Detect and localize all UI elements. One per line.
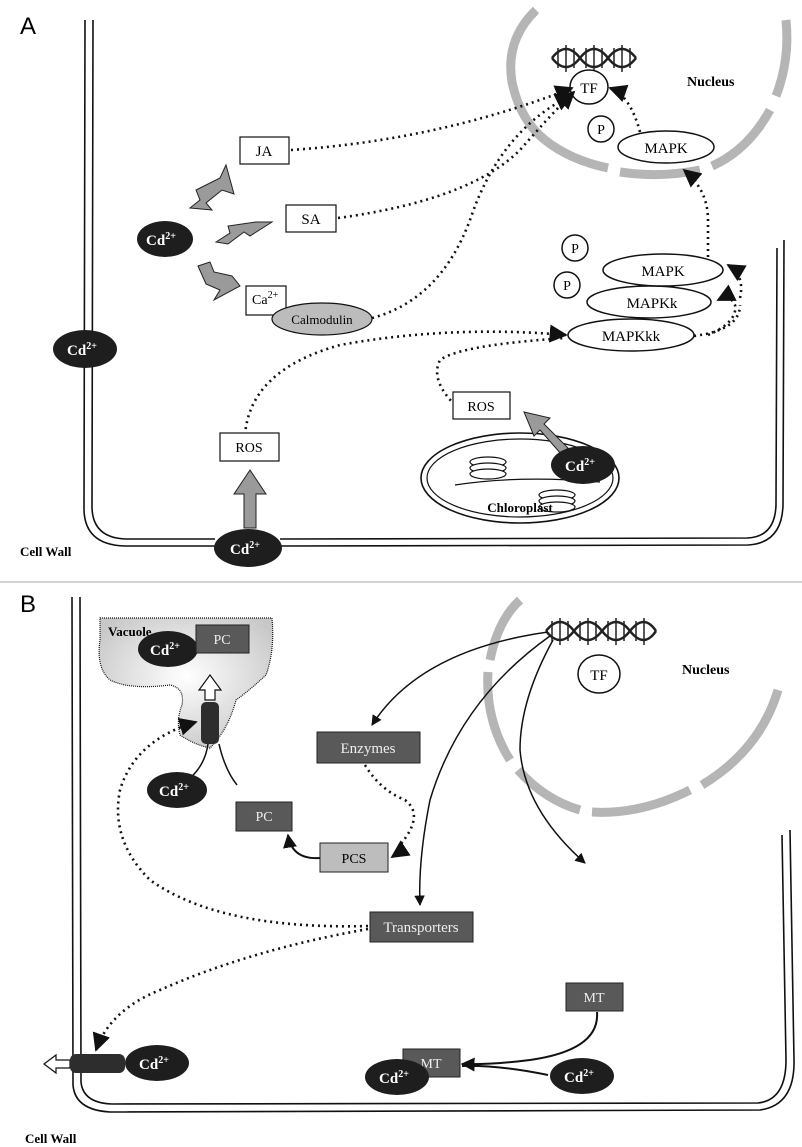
- arrow-mt-binding: [460, 1011, 599, 1072]
- ros-label-1: ROS: [235, 441, 262, 456]
- nucleus-label-b: Nucleus: [682, 663, 730, 678]
- mapkk-cascade-label: MAPKk: [627, 296, 678, 312]
- panel-b-letter: B: [20, 591, 36, 618]
- cell-wall-label-a: Cell Wall: [20, 544, 72, 559]
- sa-label: SA: [301, 212, 320, 228]
- cd-ion-b3: [125, 1045, 189, 1081]
- chloroplast-label: Chloroplast: [487, 500, 553, 515]
- arrow-mapk-to-tf: [608, 84, 642, 133]
- cd-ion-b2-label: Cd2+: [159, 782, 189, 800]
- cd-ion-a4: [551, 446, 615, 484]
- ja-label: JA: [256, 144, 273, 160]
- arrow-enzymes-to-pcs: [363, 764, 416, 859]
- enzymes-box: [316, 731, 421, 764]
- ros-box-2: [452, 391, 511, 420]
- mt-label-2: MT: [421, 1057, 442, 1072]
- cd-ion-a3-label: Cd2+: [230, 540, 260, 558]
- cell-wall-label-b: Cell Wall: [25, 1131, 77, 1146]
- enzymes-label: Enzymes: [341, 741, 396, 757]
- cd-ion-b2: [147, 772, 207, 808]
- vacuole-transporter-icon: [201, 702, 219, 744]
- gene-expression-arrows: [371, 631, 586, 907]
- transporter-link: [189, 743, 209, 779]
- dna-icon-a: [551, 45, 637, 72]
- calmodulin-label: Calmodulin: [291, 312, 353, 327]
- calcium-label: Ca2+: [252, 290, 279, 308]
- mapkkk-cascade: [567, 318, 695, 352]
- arrow-chloroplast-ros: [523, 411, 569, 456]
- cd-ion-b5-label: Cd2+: [564, 1068, 594, 1086]
- dna-icon-b: [545, 618, 658, 645]
- ros-box-1: [219, 432, 280, 462]
- panel-a-letter: A: [20, 13, 36, 40]
- mt-label-1: MT: [584, 991, 605, 1006]
- panel-b: B Cell Wall Vacuole Cd2+ PC Cd2+ PC: [20, 591, 795, 1146]
- sa-box: [285, 204, 337, 233]
- phosphate-2: [553, 271, 581, 299]
- pcs-label: PCS: [342, 852, 367, 867]
- cd-ion-b3-label: Cd2+: [139, 1055, 169, 1073]
- arrow-up-ros: [233, 469, 267, 529]
- cd-ion-a2: [53, 330, 117, 368]
- cell-wall-a: [83, 19, 785, 547]
- transporter-dotted-paths: [92, 717, 369, 1052]
- cd-ion-a1: [137, 221, 193, 257]
- cd-ion-a4-label: Cd2+: [565, 457, 595, 475]
- vacuole-label: Vacuole: [108, 624, 152, 639]
- transcription-factor-b: [577, 654, 621, 694]
- cd-to-mt-line: [461, 1064, 549, 1076]
- mapkk-cascade: [586, 285, 712, 319]
- phosphate-nuclear-label: P: [597, 123, 605, 138]
- pcs-box: [319, 842, 389, 873]
- nucleus-ring-b: [483, 596, 783, 817]
- membrane-transporter-icon: [70, 1054, 125, 1073]
- phosphate-1-label: P: [571, 242, 579, 257]
- mapkkk-cascade-label: MAPKkk: [602, 329, 661, 345]
- mt-box-1: [565, 982, 624, 1012]
- pc-label-vacuole: PC: [213, 633, 230, 648]
- efflux-arrow: [43, 1053, 71, 1075]
- phosphate-2-label: P: [563, 279, 571, 294]
- mapk-nuclear-label: MAPK: [644, 141, 688, 157]
- cd-ion-b1-label: Cd2+: [150, 641, 180, 659]
- arrow-pcs-to-pc: [283, 833, 321, 860]
- cd-ion-b1: [138, 631, 198, 667]
- transporters-box: [369, 911, 474, 943]
- nucleus-label-a: Nucleus: [687, 75, 735, 90]
- cd-ion-b4-label: Cd2+: [379, 1069, 409, 1087]
- tf-label-b: TF: [590, 668, 608, 684]
- pc-link: [218, 743, 238, 786]
- cd-ion-b4: [365, 1059, 429, 1095]
- ja-box: [239, 136, 290, 165]
- cd-ion-a1-label: Cd2+: [146, 231, 176, 249]
- pc-label-cytosol: PC: [255, 810, 272, 825]
- phosphate-1: [561, 234, 589, 262]
- cell-wall-b: [71, 596, 795, 1113]
- cd-ion-a2-label: Cd2+: [67, 341, 97, 359]
- transporters-label: Transporters: [383, 920, 458, 936]
- cd-ion-a3: [214, 529, 282, 567]
- transporter-arrow-vacuole: [197, 673, 223, 701]
- cd-signal-arrows: [188, 163, 274, 302]
- cd-ion-b5: [550, 1058, 614, 1094]
- mapk-nuclear: [617, 130, 715, 164]
- phosphate-nuclear: [587, 115, 615, 143]
- panel-a: A Cell Wall Nucleus TF MAPK P: [20, 6, 792, 567]
- ros-label-2: ROS: [467, 400, 494, 415]
- calmodulin: [271, 302, 373, 336]
- pc-box-vacuole: [195, 624, 250, 654]
- tf-label-a: TF: [580, 81, 598, 97]
- mapk-cascade-label: MAPK: [641, 264, 685, 280]
- pc-box-cytosol: [235, 801, 293, 832]
- nucleus-ring-a: [506, 6, 792, 180]
- signal-dotted-paths: [243, 85, 747, 436]
